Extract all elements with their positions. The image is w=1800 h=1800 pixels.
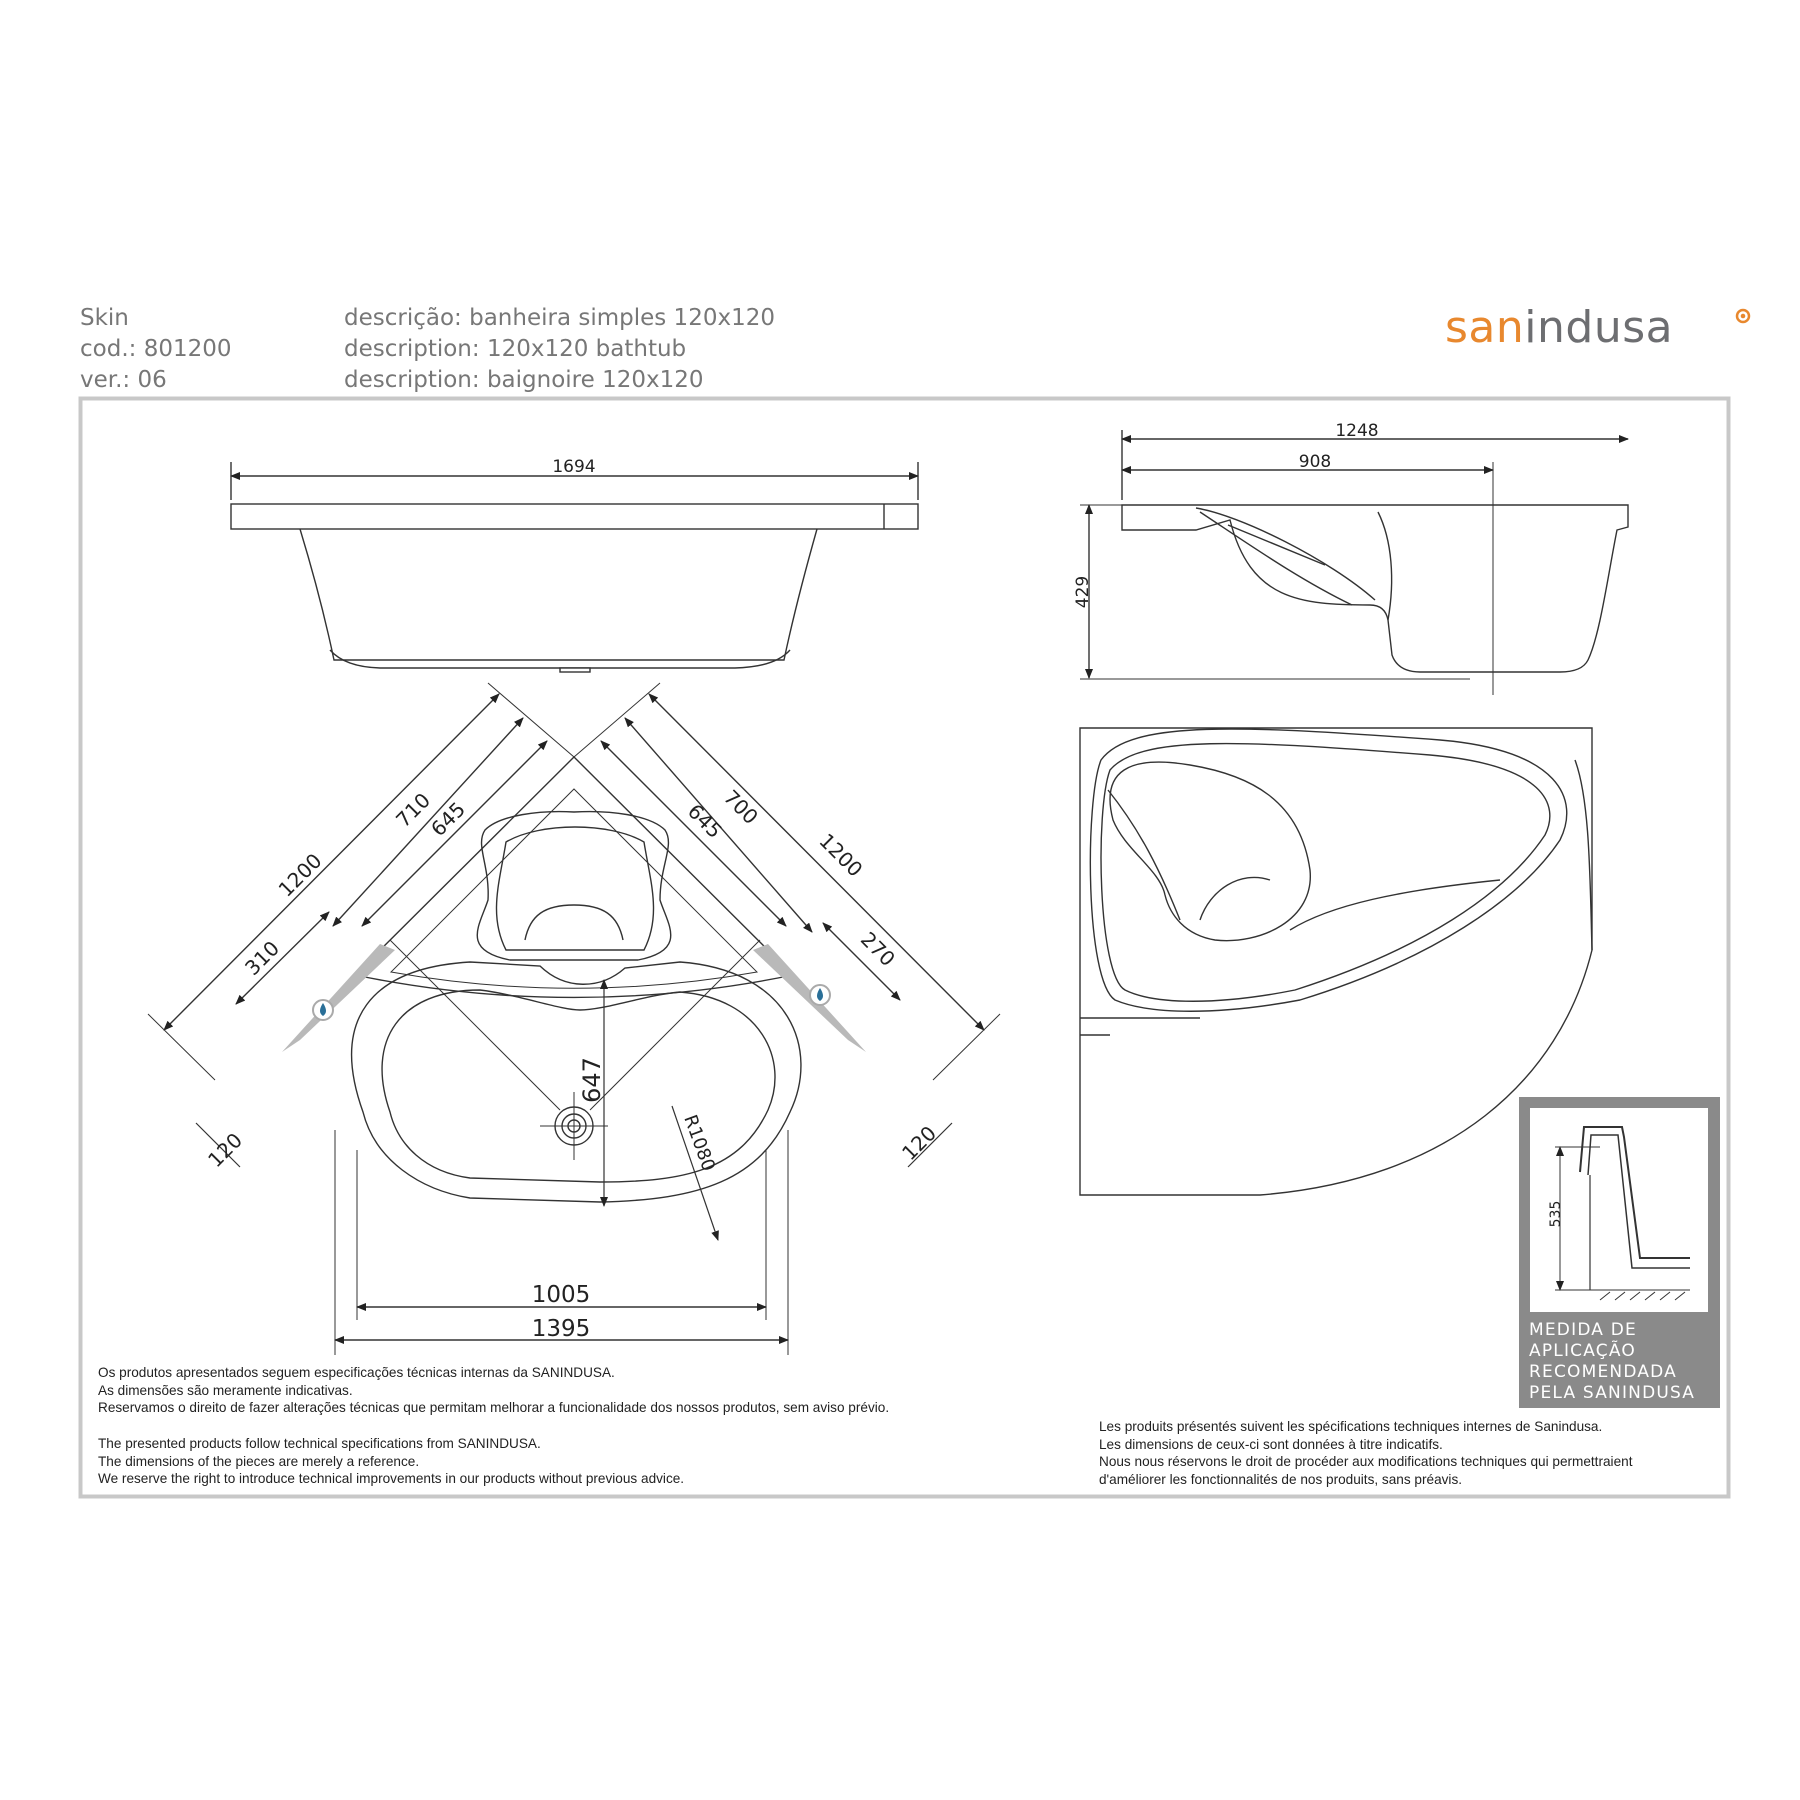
top-view: [147, 682, 1001, 1355]
dim-bottom-inner: 1005: [532, 1282, 591, 1308]
dim-right-outer: 1200: [814, 829, 867, 882]
description-fr: description: baignoire 120x120: [344, 367, 704, 393]
dim-side-width: 1248: [1335, 421, 1378, 441]
notes-en: The presented products follow technical …: [98, 1436, 685, 1486]
water-inlet-left-icon: [312, 999, 334, 1021]
dim-side-height: 429: [1073, 576, 1093, 608]
perspective-view: [1079, 727, 1593, 1196]
description-pt: descrição: banheira simples 120x120: [344, 305, 775, 331]
description-en: description: 120x120 bathtub: [344, 336, 687, 362]
notes-fr: Les produits présentés suivent les spéci…: [1099, 1419, 1633, 1487]
dim-drain: 647: [578, 1057, 606, 1103]
notes-pt: Os produtos apresentados seguem especifi…: [98, 1365, 890, 1415]
dim-edge-right: 120: [897, 1121, 941, 1165]
dim-right-tap: 270: [856, 927, 900, 971]
drawing-frame: [78, 396, 1731, 1499]
water-inlet-right-icon: [809, 984, 831, 1006]
dim-bottom-outer: 1395: [532, 1316, 591, 1342]
inset-label: MEDIDA DE APLICAÇÃO RECOMENDADA PELA SAN…: [1529, 1320, 1696, 1403]
side-view: [1080, 430, 1629, 695]
dim-inset-height: 535: [1548, 1201, 1564, 1228]
logo-mark-icon: [1735, 308, 1751, 324]
dim-left-tap: 310: [240, 936, 284, 980]
product-code: cod.: 801200: [80, 336, 232, 362]
dim-side-inner: 908: [1299, 452, 1331, 472]
product-name: Skin: [80, 305, 129, 331]
tap-strip-left: [282, 944, 395, 1052]
product-version: ver.: 06: [80, 367, 167, 393]
dim-front-width: 1694: [552, 457, 595, 477]
dim-edge-left: 120: [203, 1128, 247, 1172]
front-view: [230, 462, 919, 673]
dim-right-mid: 700: [719, 785, 763, 829]
inset-profile: [1555, 1126, 1690, 1301]
dim-right-inner: 645: [683, 799, 727, 843]
sanindusa-logo: sanindusa: [1445, 302, 1674, 353]
